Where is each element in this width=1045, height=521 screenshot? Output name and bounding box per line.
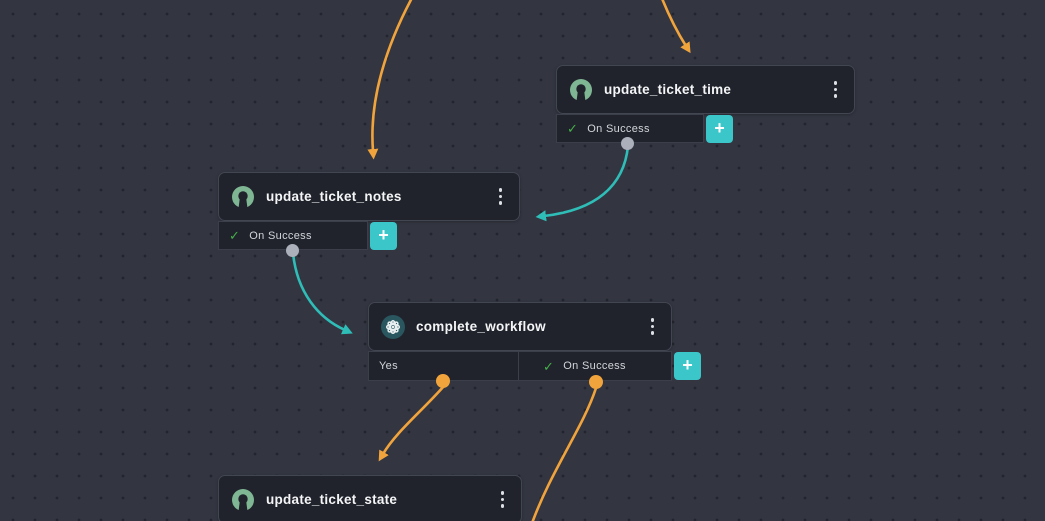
node-title: update_ticket_time bbox=[604, 82, 732, 97]
kebab-menu-icon[interactable] bbox=[646, 314, 660, 339]
connector-handle[interactable] bbox=[589, 375, 603, 389]
edge-complete-workflow-yes-to-update-ticket-state[interactable] bbox=[378, 385, 445, 462]
port-label: On Success bbox=[249, 229, 312, 242]
edge-complete-workflow-on-success-to-offscreen[interactable] bbox=[531, 387, 598, 521]
node-update-ticket-notes[interactable]: update_ticket_notes bbox=[218, 172, 520, 221]
edge-top-to-update-ticket-time[interactable] bbox=[661, 0, 691, 54]
gear-circle-icon bbox=[381, 314, 405, 339]
record-circle-icon bbox=[570, 78, 592, 102]
add-step-button[interactable]: + bbox=[706, 114, 733, 143]
port-on-success[interactable]: ✓ On Success bbox=[519, 351, 672, 381]
check-icon: ✓ bbox=[543, 358, 555, 374]
connector-handle[interactable] bbox=[621, 137, 634, 150]
edge-update-ticket-time-to-update-ticket-notes[interactable] bbox=[535, 145, 630, 222]
edge-update-ticket-notes-to-complete-workflow[interactable] bbox=[291, 252, 353, 335]
port-label: On Success bbox=[563, 360, 626, 372]
port-label: On Success bbox=[587, 122, 650, 135]
node-complete-workflow-ports: Yes ✓ On Success + bbox=[368, 351, 701, 381]
kebab-menu-icon[interactable] bbox=[829, 77, 843, 102]
kebab-menu-icon[interactable] bbox=[494, 184, 508, 209]
connector-handle[interactable] bbox=[436, 374, 450, 388]
add-step-button[interactable]: + bbox=[674, 352, 701, 380]
node-update-ticket-time-ports: ✓ On Success + bbox=[556, 114, 733, 143]
node-update-ticket-state[interactable]: update_ticket_state bbox=[218, 475, 522, 521]
port-label: Yes bbox=[379, 360, 398, 372]
add-step-button[interactable]: + bbox=[370, 221, 397, 250]
node-update-ticket-time[interactable]: update_ticket_time bbox=[556, 65, 855, 114]
node-title: update_ticket_state bbox=[266, 492, 398, 507]
check-icon: ✓ bbox=[229, 228, 241, 243]
node-title: update_ticket_notes bbox=[266, 189, 402, 204]
record-circle-icon bbox=[232, 185, 254, 209]
node-complete-workflow[interactable]: complete_workflow bbox=[368, 302, 672, 351]
edge-top-to-update-ticket-notes[interactable] bbox=[367, 0, 413, 160]
connector-handle[interactable] bbox=[286, 244, 299, 257]
record-circle-icon bbox=[232, 488, 254, 512]
check-icon: ✓ bbox=[567, 121, 579, 136]
kebab-menu-icon[interactable] bbox=[496, 487, 510, 512]
node-update-ticket-notes-ports: ✓ On Success + bbox=[218, 221, 397, 250]
node-title: complete_workflow bbox=[416, 319, 546, 334]
